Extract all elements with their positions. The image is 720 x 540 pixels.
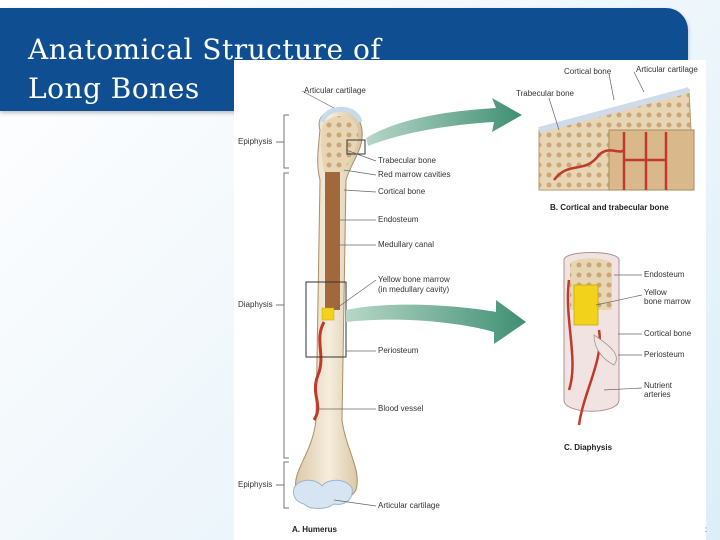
epiphysis-bottom-bracket <box>283 461 289 509</box>
articular-cartilage-layer <box>538 87 690 133</box>
vessels-panel-b <box>553 132 668 190</box>
label-c-endosteum: Endosteum <box>644 270 685 279</box>
articular-cartilage-bottom <box>293 479 353 509</box>
label-diaphysis: Diaphysis <box>238 300 273 309</box>
label-c-nutrient: Nutrient <box>644 381 673 390</box>
caption-panel-c: C. Diaphysis <box>564 443 613 452</box>
label-cortical-bone: Cortical bone <box>378 187 426 196</box>
label-c-periosteum: Periosteum <box>644 350 685 359</box>
label-medullary-cavity-note: (in medullary cavity) <box>378 285 449 294</box>
label-c-yellow: Yellow <box>644 288 667 297</box>
articular-cartilage-top <box>319 106 363 123</box>
label-c-cortical-bone: Cortical bone <box>644 329 692 338</box>
medullary-canal <box>325 172 340 310</box>
label-epiphysis-bottom: Epiphysis <box>238 480 272 489</box>
trabecular-bone-head <box>321 116 359 172</box>
label-medullary-canal: Medullary canal <box>378 240 434 249</box>
slide-title: Anatomical Structure of Long Bones <box>28 33 382 105</box>
zoom-arrow-top <box>366 98 522 146</box>
label-periosteum: Periosteum <box>378 346 419 355</box>
label-b-articular-cartilage: Articular cartilage <box>636 65 698 74</box>
blood-vessel <box>312 321 326 421</box>
caption-panel-b: B. Cortical and trabecular bone <box>550 203 669 212</box>
label-trabecular-bone: Trabecular bone <box>378 156 437 165</box>
periosteum-flap <box>593 334 617 366</box>
bone-anatomy-figure: Epiphysis Diaphysis Epiphysis Articular … <box>234 60 706 540</box>
label-blood-vessel: Blood vessel <box>378 404 424 413</box>
label-epiphysis-top: Epiphysis <box>238 137 272 146</box>
diaphysis-bracket <box>283 172 289 459</box>
yellow-marrow-core <box>573 284 599 326</box>
bone-anatomy-illustration: Epiphysis Diaphysis Epiphysis Articular … <box>238 65 698 534</box>
epiphysis-top-bracket <box>283 114 289 169</box>
label-b-trabecular-bone: Trabecular bone <box>516 89 575 98</box>
diaphysis-panel: Endosteum Yellow bone marrow Cortical bo… <box>563 252 692 452</box>
label-endosteum: Endosteum <box>378 215 419 224</box>
caption-humerus: A. Humerus <box>292 525 337 534</box>
label-b-cortical-bone: Cortical bone <box>564 67 612 76</box>
label-red-marrow-cavities: Red marrow cavities <box>378 170 450 179</box>
cortical-trabecular-panel: Cortical bone Articular cartilage Trabec… <box>516 65 698 212</box>
corner-mark: : <box>704 525 707 534</box>
label-articular-cartilage-top: Articular cartilage <box>304 86 366 95</box>
yellow-marrow-sample <box>321 307 335 321</box>
humerus-panel: Epiphysis Diaphysis Epiphysis Articular … <box>238 86 450 534</box>
label-c-bone-marrow: bone marrow <box>644 297 691 306</box>
label-c-arteries: arteries <box>644 390 671 399</box>
zoom-arrow-bottom <box>346 300 526 344</box>
label-yellow-bone-marrow: Yellow bone marrow <box>378 275 450 284</box>
label-articular-cartilage-bottom: Articular cartilage <box>378 501 440 510</box>
